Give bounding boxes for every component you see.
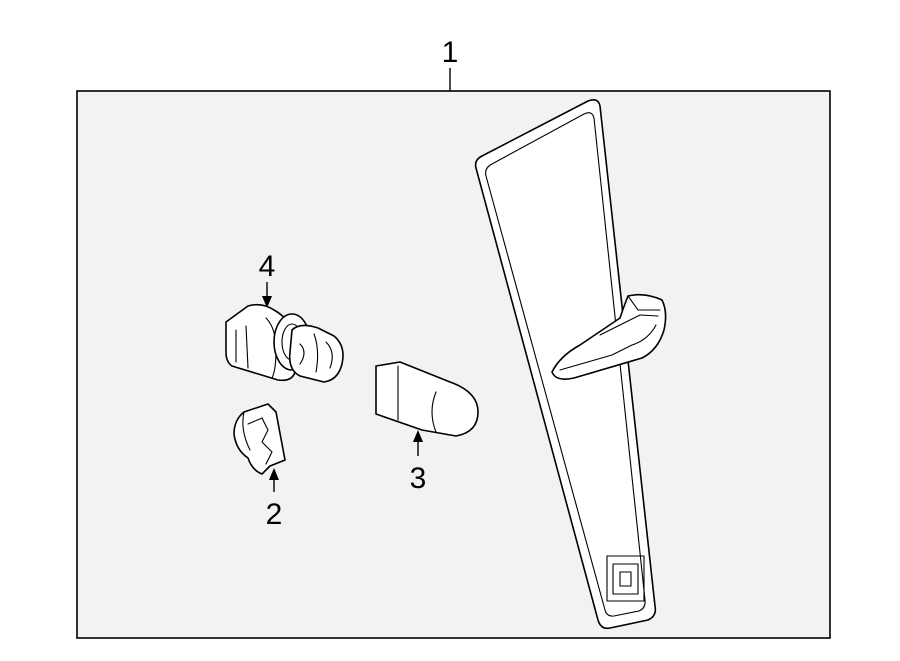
callout-1-label: 1: [442, 36, 459, 69]
retaining-clip: [233, 403, 286, 475]
callout-4-arrow: [262, 296, 272, 308]
bulb: [375, 361, 479, 437]
assembly-frame: [76, 90, 831, 639]
panel-badge: [606, 555, 645, 602]
callout-4-label: 4: [259, 250, 276, 283]
callout-3-arrow: [413, 430, 423, 442]
bulb-socket: [225, 303, 344, 383]
callout-3-label: 3: [410, 462, 427, 495]
callout-2-label: 2: [266, 498, 283, 531]
callout-2-arrow: [269, 468, 279, 480]
pillar-trim-panel: [474, 99, 667, 630]
